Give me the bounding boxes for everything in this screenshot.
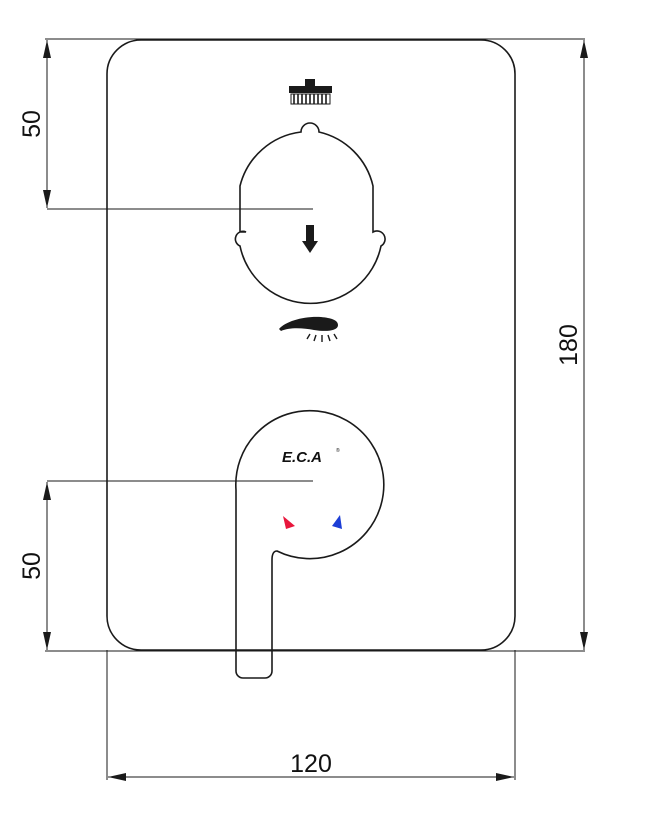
mixer-lever-handle[interactable] <box>235 409 385 679</box>
dimension-arrows <box>43 40 588 781</box>
brand-label: E.C.A <box>282 449 322 466</box>
dimension-lines <box>46 40 585 778</box>
diverter-knob[interactable] <box>234 122 386 305</box>
rain-shower-head-icon <box>289 79 332 105</box>
hot-marker-icon <box>283 516 295 529</box>
registered-mark: ® <box>336 447 340 454</box>
arrow-down-icon <box>302 225 318 253</box>
cold-marker-icon <box>332 515 342 529</box>
extension-lines <box>45 38 585 780</box>
wall-plate <box>106 39 516 651</box>
dim-bottom-height: 50 <box>18 552 46 580</box>
hand-shower-icon <box>279 316 338 342</box>
dim-width: 120 <box>290 750 332 778</box>
dim-total-height: 180 <box>555 324 583 366</box>
dim-top-height: 50 <box>18 110 46 138</box>
